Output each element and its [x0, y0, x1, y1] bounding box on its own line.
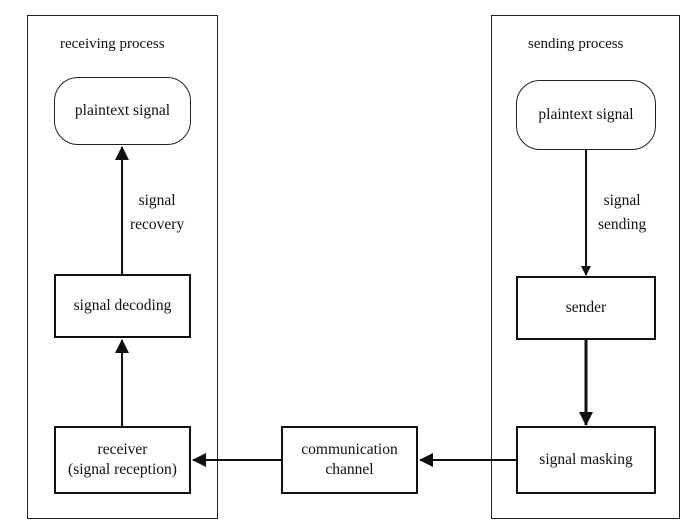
signal-decoding-node: signal decoding: [54, 274, 191, 338]
sender-node: sender: [516, 276, 656, 340]
signal-decoding-label: signal decoding: [73, 297, 172, 314]
signal-recovery-line2: recovery: [130, 216, 185, 233]
signal-sending-line2: sending: [598, 216, 647, 233]
signal-recovery-label: signal recovery: [130, 189, 184, 237]
sending-process-title: sending process: [528, 36, 624, 52]
sending-plaintext-label: plaintext signal: [538, 106, 634, 123]
receiving-plaintext-label: plaintext signal: [74, 102, 171, 119]
signal-sending-label: signal sending: [598, 189, 646, 237]
communication-channel-node: communication channel: [281, 426, 418, 494]
receiving-process-title: receiving process: [60, 36, 165, 52]
signal-recovery-line1: signal: [138, 192, 176, 209]
sending-process-panel: [491, 15, 680, 519]
receiving-process-panel: [27, 15, 218, 519]
channel-label-line1: communication: [301, 441, 398, 458]
signal-sending-line1: signal: [603, 192, 641, 209]
receiving-plaintext-node: plaintext signal: [54, 77, 191, 145]
sender-label: sender: [565, 299, 607, 316]
receiver-label-line1: receiver: [97, 441, 148, 458]
sending-plaintext-node: plaintext signal: [516, 80, 656, 150]
receiver-node: receiver (signal reception): [54, 426, 191, 494]
channel-label-line2: channel: [325, 461, 374, 478]
receiver-label-line2: (signal reception): [68, 461, 177, 478]
signal-masking-node: signal masking: [516, 426, 656, 494]
signal-masking-label: signal masking: [539, 451, 633, 468]
